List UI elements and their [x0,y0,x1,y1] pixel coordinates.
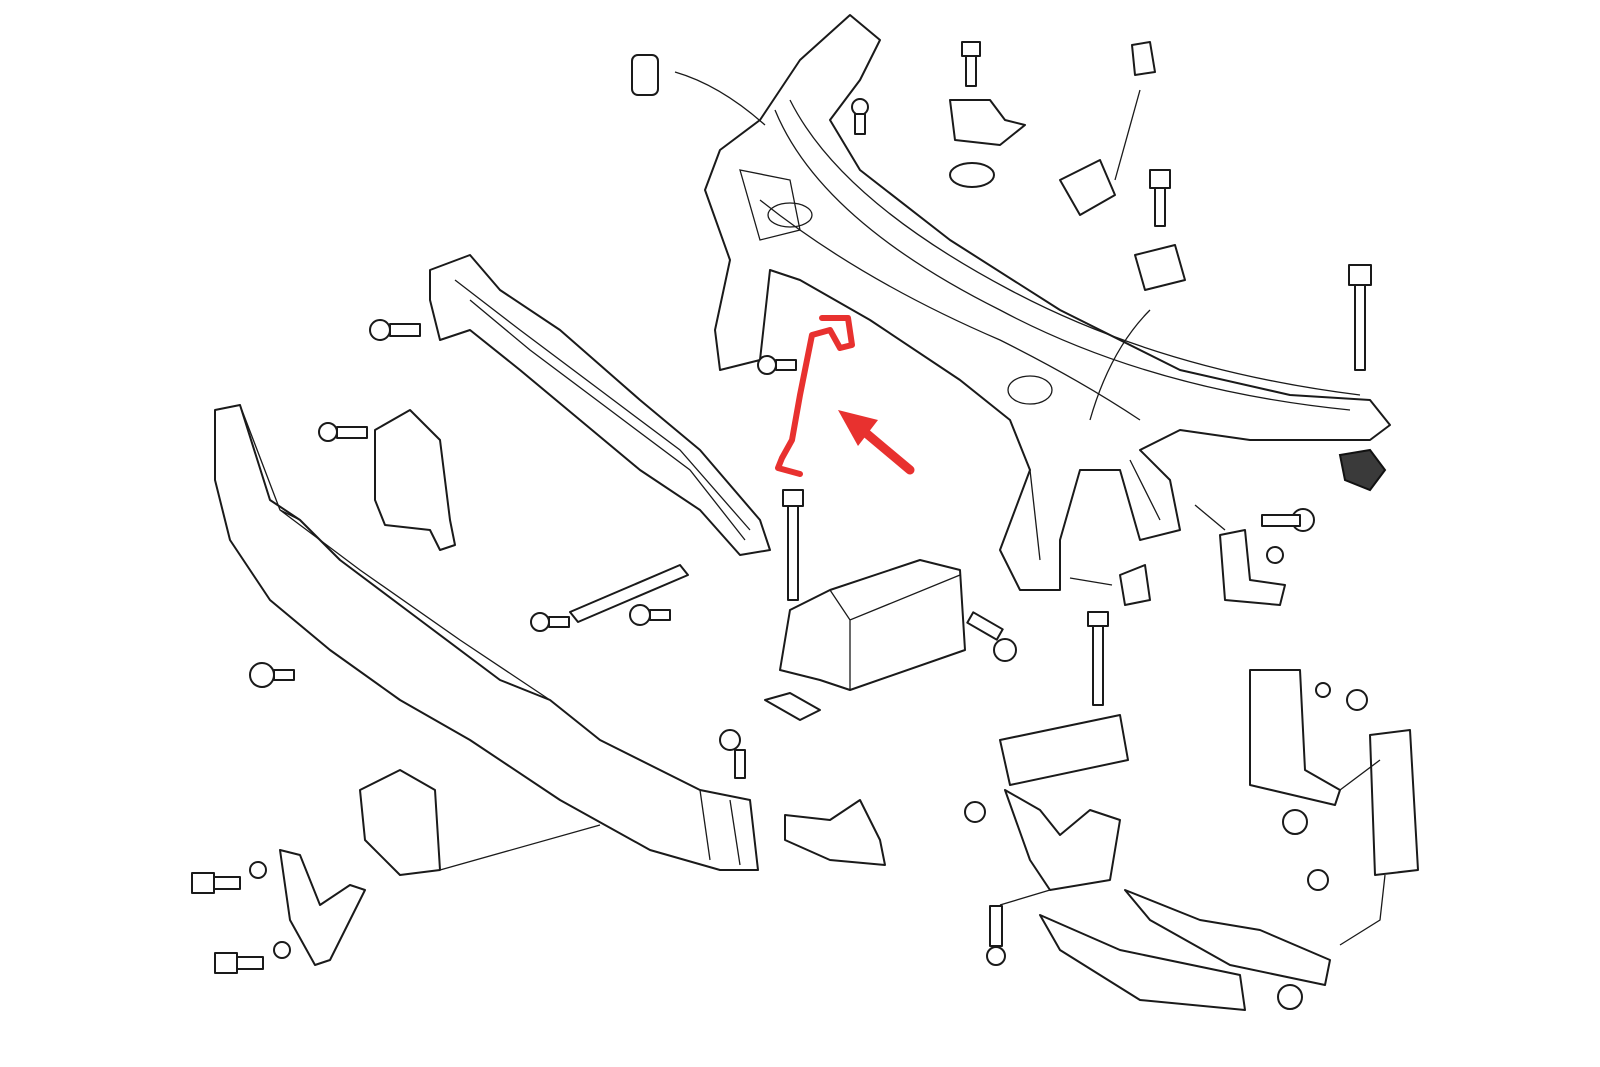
arrow-icon [838,410,915,475]
sensor [1338,448,1387,492]
lower-arm [1039,914,1246,1011]
long-bolt [1348,264,1372,371]
long-bolt [782,489,804,601]
pin [569,564,689,623]
plate [764,692,821,721]
washer-plate [949,162,995,188]
lower-mount [999,714,1129,786]
connector [1131,41,1156,76]
module-box [779,559,966,691]
bolt-icon [191,41,1368,1010]
highlighted-bracket [775,315,855,477]
latch [1134,244,1186,291]
bracket [1219,529,1286,606]
bumper-beam-lower [214,404,759,871]
vertical-rail [1369,729,1419,876]
lower-arm [1124,889,1331,986]
support-bracket [279,849,366,966]
lower-bracket [1004,789,1121,891]
leader-lines [439,71,1386,946]
headlamp-bracket [374,409,456,551]
sensor-bracket [1059,159,1116,216]
mounting-bracket [359,769,441,876]
clip [949,99,1026,146]
bracket [784,799,886,866]
radiator-support-frame [704,14,1391,591]
long-bolt [1087,611,1109,706]
bumper-reinforcement-upper [429,254,771,556]
bracket [1119,564,1151,606]
